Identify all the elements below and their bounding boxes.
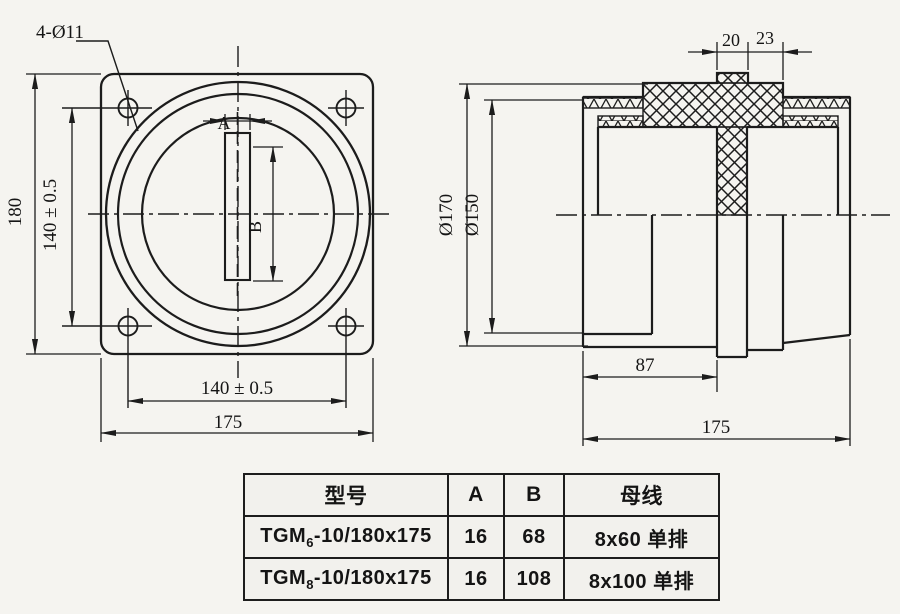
model-cell: TGM6-10/180x175 xyxy=(243,515,449,559)
header-a: A xyxy=(447,473,505,517)
header-model: 型号 xyxy=(243,473,449,517)
dim-slot-height xyxy=(253,146,283,282)
dim-flange-height xyxy=(26,73,101,355)
dim-label-87: 87 xyxy=(636,355,655,376)
side-view-drawing xyxy=(459,42,890,446)
table-row: TGM8-10/180x175 16 108 8x100 单排 xyxy=(243,557,720,601)
b-cell: 68 xyxy=(503,515,565,559)
model-suffix: -10/180x175 xyxy=(313,566,432,589)
slot-height-label: B xyxy=(245,221,265,233)
dim-outer-diameter xyxy=(459,83,648,347)
dim-slot-width xyxy=(203,114,272,130)
spec-table: 型号 A B 母线 TGM6-10/180x175 16 68 8x60 单排 … xyxy=(243,473,720,601)
insulator-hatch xyxy=(582,72,851,216)
header-b: B xyxy=(503,473,565,517)
dim-label-20: 20 xyxy=(722,30,740,50)
front-view-drawing xyxy=(26,40,392,442)
slot-width-label: A xyxy=(218,113,231,133)
dim-label-175-front: 175 xyxy=(214,412,243,433)
table-row: TGM6-10/180x175 16 68 8x60 单排 xyxy=(243,515,720,559)
dim-front-length xyxy=(582,360,718,392)
dim-label-140-horizontal: 140 ± 0.5 xyxy=(201,378,273,399)
a-cell: 16 xyxy=(447,557,505,601)
model-subscript: 8 xyxy=(306,576,314,592)
dim-label-180: 180 xyxy=(5,198,26,227)
hole-callout-label: 4-Ø11 xyxy=(36,22,84,43)
dim-inner-diameter xyxy=(484,99,583,334)
header-busbar: 母线 xyxy=(563,473,720,517)
hole-callout-leader xyxy=(76,40,139,132)
model-subscript: 6 xyxy=(306,534,314,550)
dim-label-23: 23 xyxy=(756,28,774,48)
dim-total-length xyxy=(582,339,851,446)
busbar-cell: 8x100 单排 xyxy=(563,557,720,601)
dim-label-d150: Ø150 xyxy=(462,194,483,236)
bolt-crosshairs xyxy=(62,90,364,408)
model-cell: TGM8-10/180x175 xyxy=(243,557,449,601)
dim-flange-width xyxy=(100,358,374,442)
dim-label-140-vertical: 140 ± 0.5 xyxy=(40,179,61,251)
dim-tip-and-step xyxy=(688,42,812,80)
body-outline xyxy=(581,71,852,359)
model-text: TGM xyxy=(260,566,307,589)
busbar-cell: 8x60 单排 xyxy=(563,515,720,559)
model-text: TGM xyxy=(260,524,307,547)
dim-label-d170: Ø170 xyxy=(436,194,457,236)
b-cell: 108 xyxy=(503,557,565,601)
table-header-row: 型号 A B 母线 xyxy=(243,473,720,517)
dim-label-175-side: 175 xyxy=(702,417,731,438)
model-suffix: -10/180x175 xyxy=(313,524,432,547)
a-cell: 16 xyxy=(447,515,505,559)
